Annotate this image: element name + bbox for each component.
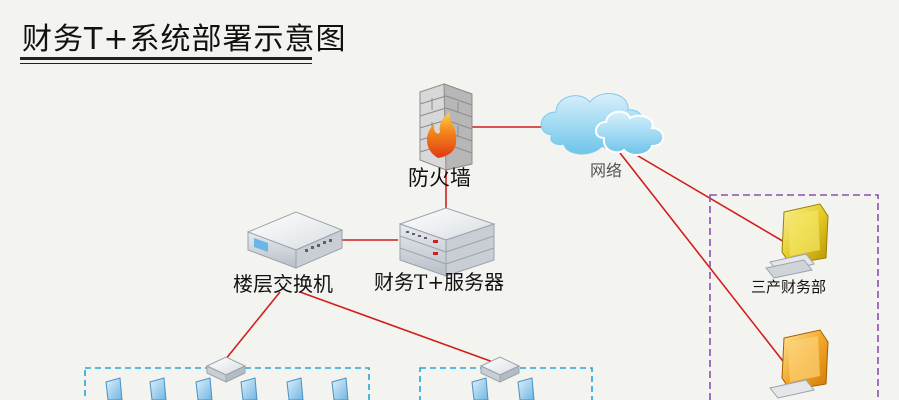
cloud-icon (540, 93, 665, 156)
switch-icon (246, 211, 344, 269)
hub-icon (205, 356, 247, 383)
dept-group-box (709, 194, 879, 400)
monitor-icon (769, 329, 829, 399)
link-network-pc1 (627, 149, 787, 244)
finance-dept-label: 三产财务部 (751, 278, 827, 296)
firewall-icon (419, 83, 473, 171)
pc-icon (105, 377, 123, 400)
pc-icon (195, 377, 213, 400)
floor-switch-label: 楼层交换机 (233, 272, 333, 296)
title-underline (20, 57, 312, 60)
server-label: 财务T+服务器 (374, 270, 505, 294)
pc-icon (286, 377, 304, 400)
pc-group-left (105, 377, 349, 400)
pc-icon (240, 377, 258, 400)
pc-icon (331, 377, 349, 400)
server-icon (398, 207, 496, 277)
title-underline-thin (20, 63, 312, 64)
link-network-pc2 (619, 152, 787, 366)
pc-icon (471, 377, 489, 400)
pc-group-right (471, 377, 535, 400)
pc-icon (517, 377, 535, 400)
hub-icon (479, 356, 521, 383)
network-links (224, 126, 787, 366)
monitor-icon (765, 203, 829, 279)
page-title: 财务T+系统部署示意图 (22, 22, 347, 57)
link-switch-hub2 (299, 291, 494, 363)
pc-icon (149, 377, 167, 400)
link-switch-hub1 (224, 291, 281, 361)
firewall-label: 防火墙 (408, 166, 471, 190)
network-label: 网络 (590, 161, 623, 180)
